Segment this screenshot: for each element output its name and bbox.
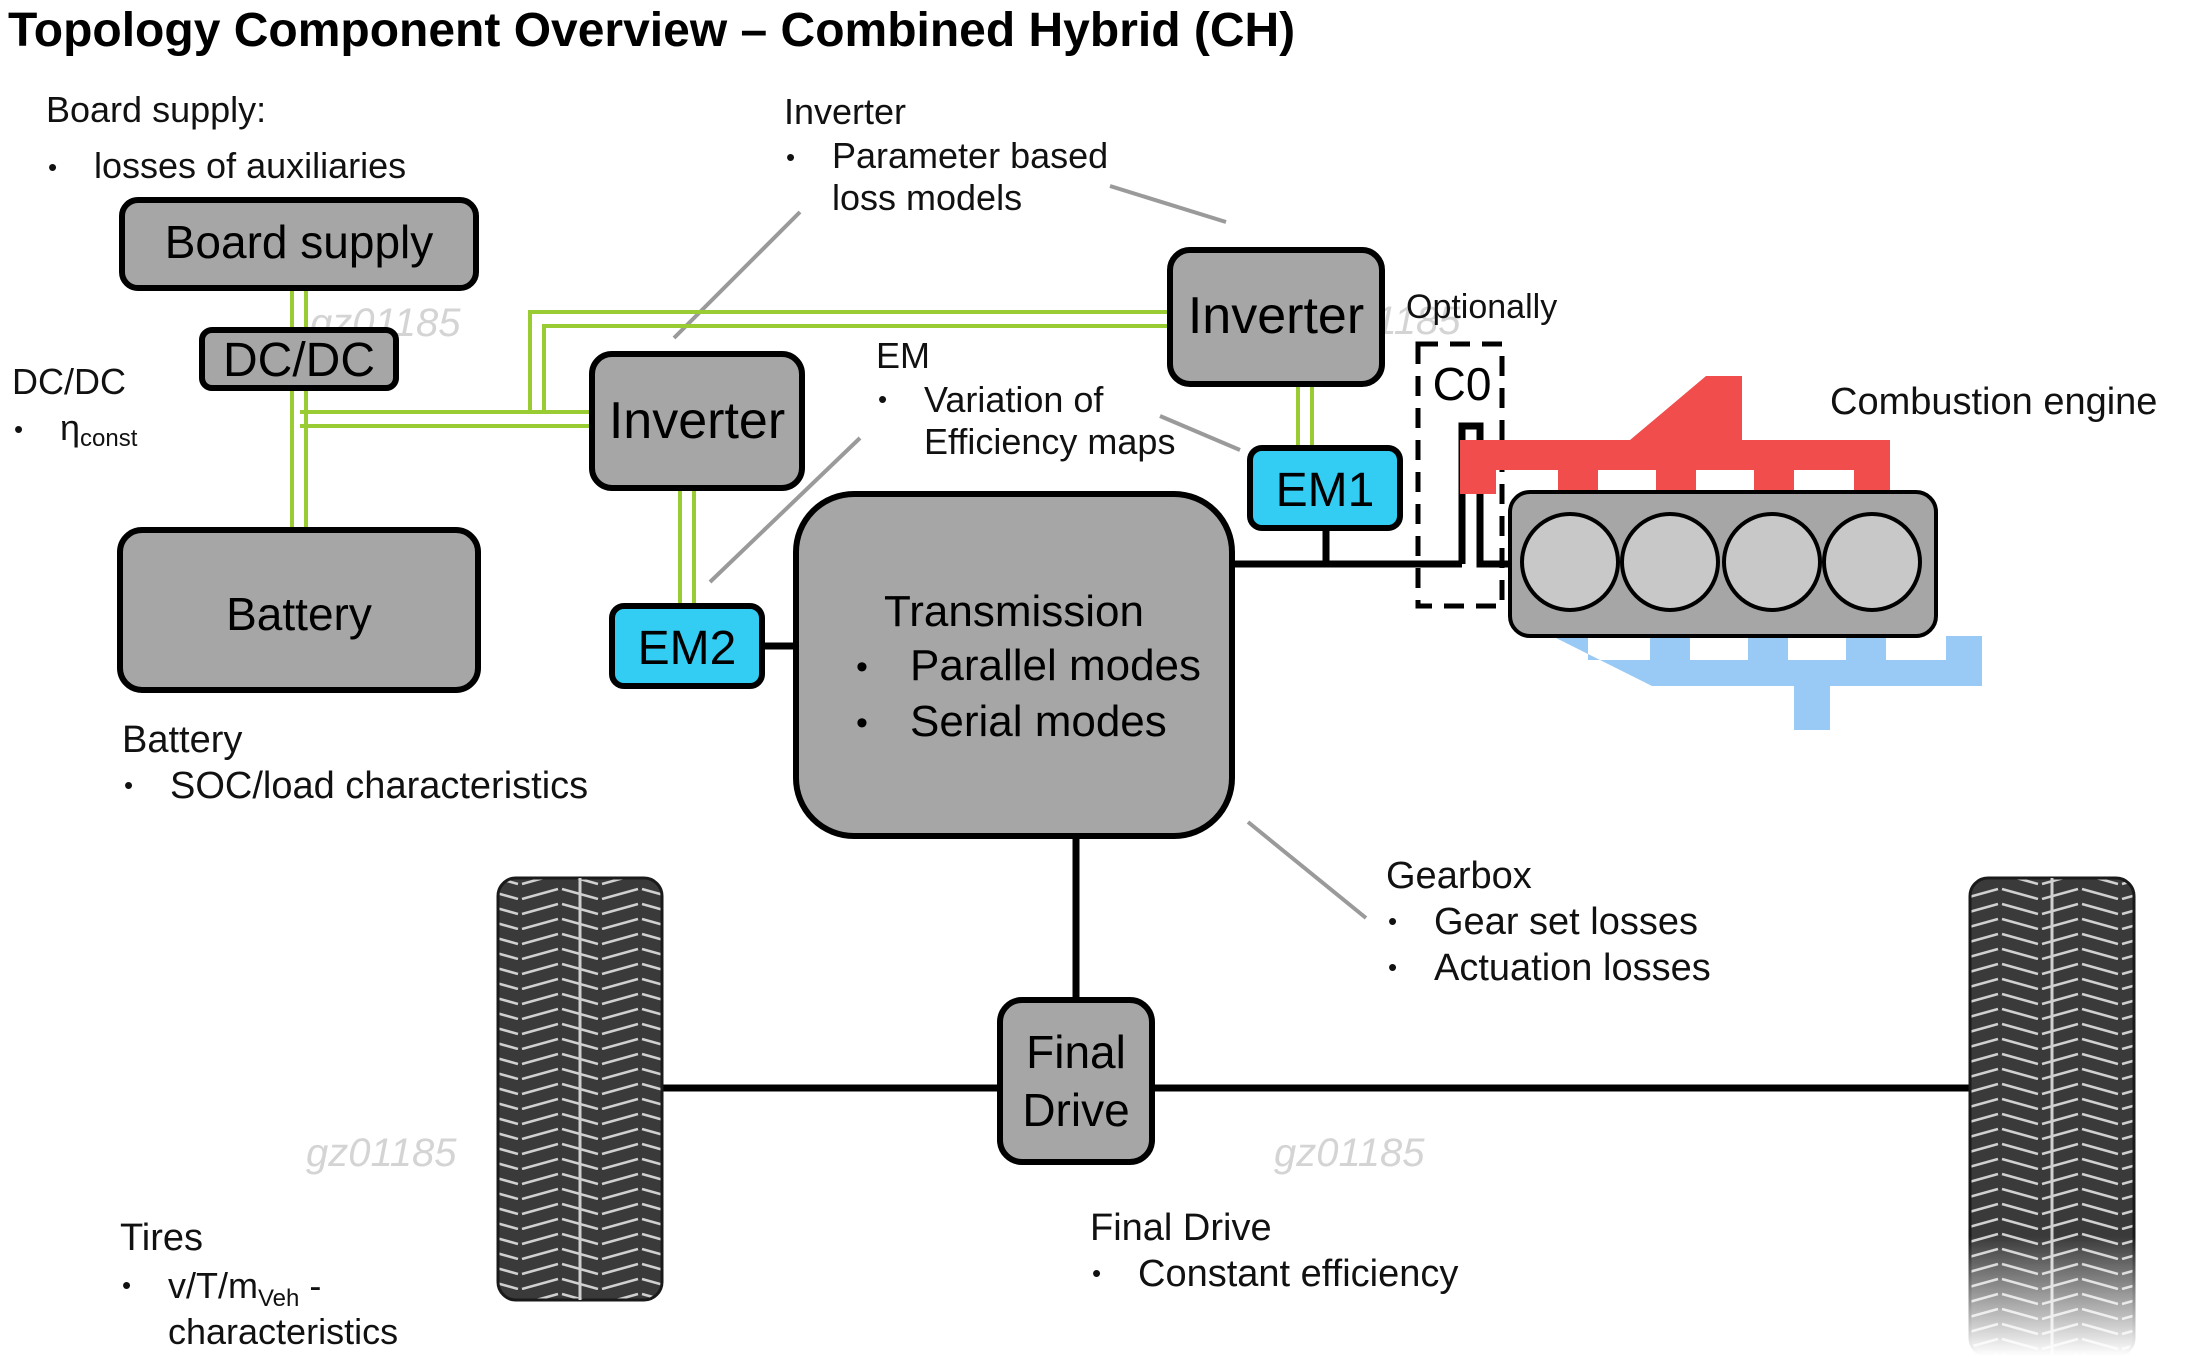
leader-line — [1159, 414, 1241, 452]
optionally-annotation: Optionally — [1406, 288, 1557, 326]
board-supply-box — [119, 197, 479, 291]
board-supply-annotation-title: Board supply: — [46, 89, 266, 130]
bullet: • — [48, 152, 57, 182]
dcdc-annotation-title: DC/DC — [12, 361, 126, 402]
bullet: • — [786, 142, 795, 172]
bullet: • — [878, 384, 887, 414]
hv-line — [678, 488, 696, 604]
inverter-annotation-title: Inverter — [784, 91, 906, 132]
bullet: • — [856, 704, 868, 742]
em2-box — [609, 603, 765, 689]
bullet: • — [856, 648, 868, 686]
em1-label: EM1 — [1276, 464, 1375, 517]
inverter-annotation-line: loss models — [832, 177, 1022, 218]
tires-annotation-line: v/T/mVeh - — [168, 1265, 321, 1312]
combustion-engine-annotation: Combustion engine — [1830, 381, 2157, 423]
watermark: gz01185 — [1274, 1131, 1425, 1175]
cylinder — [1520, 512, 1620, 612]
tire-left — [496, 876, 664, 1302]
hv-line — [1296, 384, 1314, 448]
inverter-right-label: Inverter — [1188, 287, 1364, 345]
transmission-box — [793, 491, 1235, 839]
transmission-bullet: Parallel modes — [910, 641, 1201, 690]
leader-line — [1109, 184, 1227, 224]
battery-annotation-bullet: SOC/load characteristics — [170, 765, 588, 807]
cylinder — [1822, 512, 1922, 612]
tire-right — [1966, 876, 2138, 1356]
battery-box — [117, 527, 481, 693]
final-drive-label: Final — [1026, 1026, 1126, 1078]
inverter-right-box — [1167, 247, 1385, 387]
transmission-title: Transmission — [884, 587, 1144, 636]
transmission-bullet: Serial modes — [910, 697, 1167, 746]
final-drive-box — [997, 997, 1155, 1165]
em-annotation-line: Efficiency maps — [924, 421, 1175, 462]
watermark: gz01185 — [306, 1131, 457, 1175]
tires-annotation-title: Tires — [120, 1217, 203, 1259]
cylinder — [1722, 512, 1822, 612]
em1-box — [1247, 445, 1403, 531]
final-drive-annotation-bullet: Constant efficiency — [1138, 1253, 1458, 1295]
hv-line — [528, 310, 1170, 412]
dcdc-label: DC/DC — [223, 334, 375, 387]
dcdc-box — [199, 327, 399, 391]
hv-line — [290, 286, 308, 330]
inverter-left-box — [589, 351, 805, 491]
board-supply-label: Board supply — [165, 216, 434, 268]
tires-line-sub: Veh — [258, 1285, 299, 1312]
bullet: • — [1388, 906, 1397, 936]
bullet: • — [124, 770, 133, 800]
page-title: Topology Component Overview – Combined H… — [8, 4, 1295, 57]
combustion-engine — [1460, 376, 1982, 730]
leader-line — [672, 210, 802, 340]
final-drive-label: Drive — [1022, 1084, 1129, 1136]
c0-dashed-box — [1415, 341, 1505, 609]
bullet: • — [14, 414, 23, 444]
bullet: • — [1388, 952, 1397, 982]
dcdc-eta-symbol: η — [60, 407, 80, 448]
bullet: • — [122, 1270, 131, 1300]
em-annotation-line: Variation of — [924, 379, 1104, 420]
hv-line — [290, 388, 308, 530]
inverter-left-label: Inverter — [609, 392, 785, 450]
leader-line — [1246, 820, 1368, 920]
battery-label: Battery — [226, 588, 372, 640]
hv-line — [300, 410, 592, 428]
dcdc-eta-subscript: const — [80, 425, 138, 452]
gearbox-annotation-title: Gearbox — [1386, 855, 1532, 897]
em2-label: EM2 — [638, 622, 737, 675]
battery-annotation-title: Battery — [122, 719, 242, 761]
bullet: • — [1092, 1258, 1101, 1288]
tires-line-end: - — [299, 1265, 321, 1306]
cylinder — [1620, 512, 1720, 612]
gearbox-annotation-bullet: Actuation losses — [1434, 947, 1711, 989]
intake-manifold — [1552, 636, 1982, 730]
c0-label: C0 — [1433, 358, 1492, 410]
exhaust-manifold — [1460, 376, 1890, 494]
final-drive-annotation-title: Final Drive — [1090, 1207, 1272, 1249]
board-supply-annotation-bullet: losses of auxiliaries — [94, 145, 406, 186]
tires-line-main: v/T/m — [168, 1265, 258, 1306]
em-annotation-title: EM — [876, 335, 930, 376]
leader-line — [708, 436, 862, 584]
tires-annotation-line2: characteristics — [168, 1311, 398, 1352]
gearbox-annotation-bullet: Gear set losses — [1434, 901, 1698, 943]
inverter-annotation-line: Parameter based — [832, 135, 1108, 176]
